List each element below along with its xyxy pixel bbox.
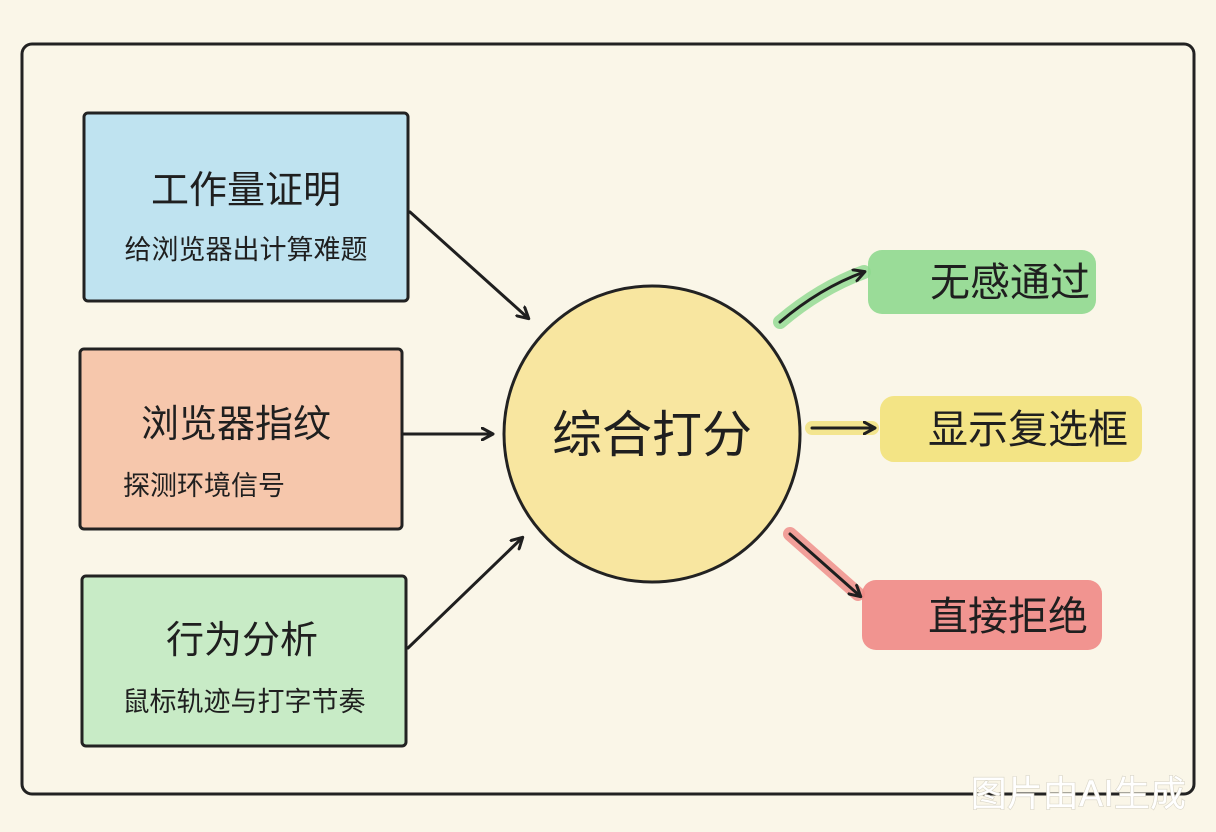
input-box-behavior-title: 行为分析 bbox=[166, 618, 318, 662]
score-circle bbox=[502, 284, 802, 584]
input-box-pow-subtitle: 给浏览器出计算难题 bbox=[125, 235, 368, 266]
outcome-checkbox-highlight bbox=[880, 396, 1142, 462]
ai-watermark: 图片由AI生成 bbox=[971, 774, 1186, 815]
input-box-pow: 工作量证明 给浏览器出计算难题 bbox=[82, 111, 410, 303]
outer-frame bbox=[20, 42, 1196, 796]
outcome-pass-highlight bbox=[868, 250, 1096, 314]
outcome-checkbox-label: 显示复选框 bbox=[928, 407, 1128, 453]
arrow-pow-to-score bbox=[408, 210, 528, 318]
input-box-fingerprint-title: 浏览器指纹 bbox=[141, 402, 331, 446]
input-box-fingerprint-bg bbox=[78, 347, 404, 531]
input-box-fingerprint: 浏览器指纹 探测环境信号 bbox=[78, 347, 404, 531]
arrow-score-to-pass-glow bbox=[773, 265, 871, 329]
arrow-behavior-to-score bbox=[406, 538, 522, 650]
input-box-pow-bg bbox=[82, 111, 410, 303]
input-box-pow-title: 工作量证明 bbox=[151, 168, 341, 212]
outcome-reject-highlight bbox=[862, 580, 1102, 650]
input-box-behavior: 行为分析 鼠标轨迹与打字节奏 bbox=[80, 574, 408, 748]
score-label: 综合打分 bbox=[552, 406, 752, 464]
outcome-reject-label: 直接拒绝 bbox=[928, 594, 1088, 640]
arrow-score-to-pass bbox=[778, 272, 864, 324]
outcome-pass-label: 无感通过 bbox=[930, 260, 1090, 306]
input-box-fingerprint-subtitle: 探测环境信号 bbox=[123, 471, 285, 502]
arrow-score-to-reject bbox=[788, 532, 860, 596]
score-node: 综合打分 bbox=[502, 284, 802, 584]
input-box-behavior-subtitle: 鼠标轨迹与打字节奏 bbox=[123, 687, 366, 718]
input-box-behavior-bg bbox=[80, 574, 408, 748]
